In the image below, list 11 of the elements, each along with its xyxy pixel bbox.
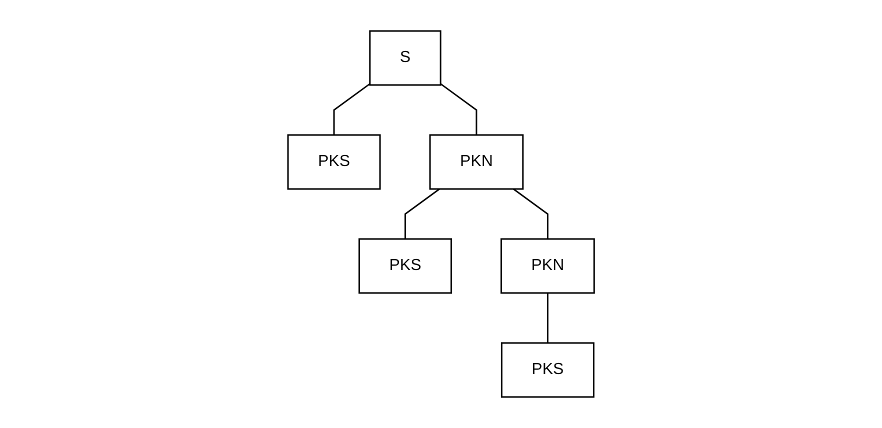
node-box: PKN [500,238,595,294]
connector [333,83,370,135]
connector [440,83,478,135]
node-box: PKS [358,238,452,294]
connector [512,188,548,239]
node-box: S [369,30,442,86]
node-box: PKN [429,134,524,190]
node-box: PKS [500,342,594,398]
connector [404,188,440,239]
connector [546,293,548,343]
node-box: PKS [287,134,381,190]
